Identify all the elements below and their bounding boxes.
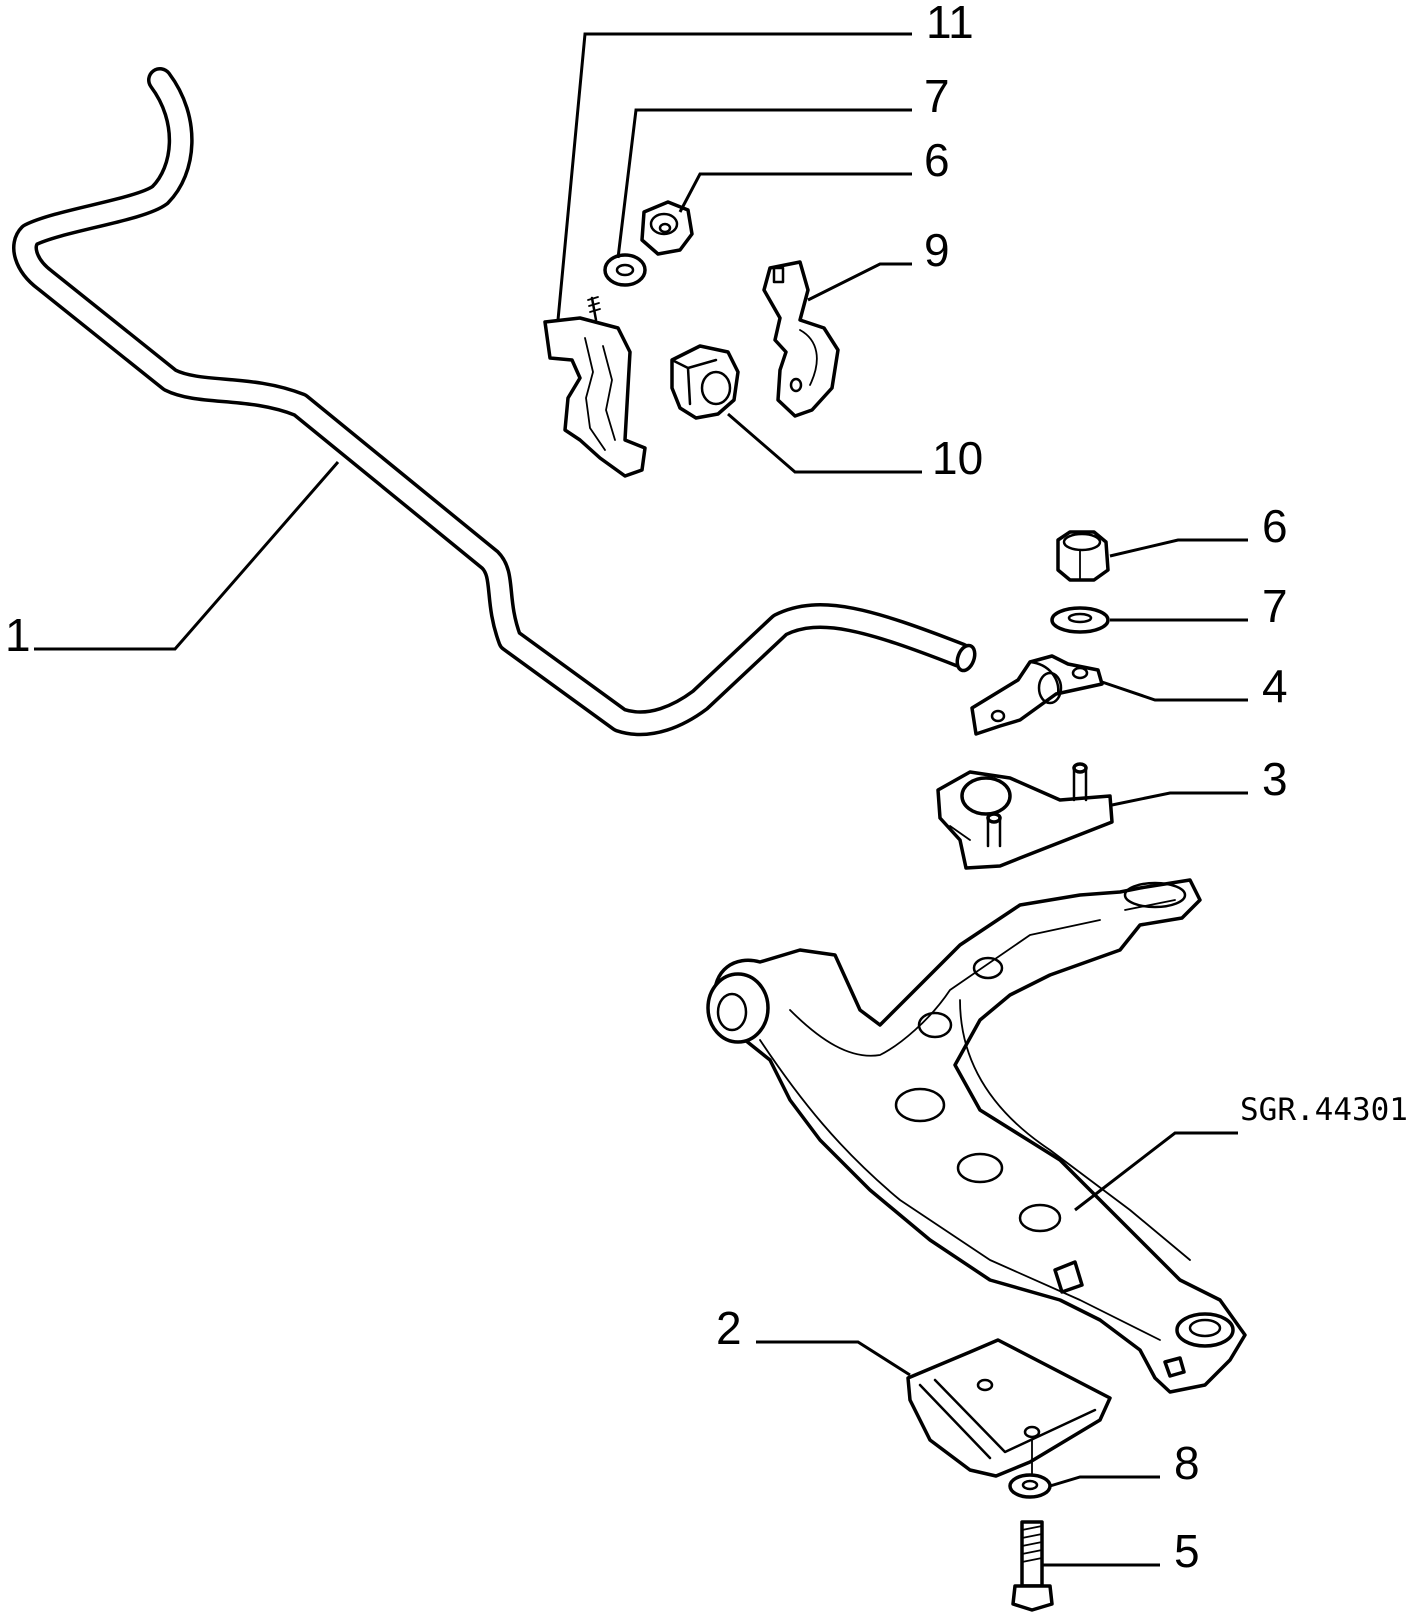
leader-10: [727, 412, 922, 474]
bar-bracket: [970, 654, 1104, 736]
leader-1: [34, 461, 340, 651]
callout-10: 10: [932, 432, 983, 484]
callout-1: 1: [5, 609, 31, 661]
callout-7-upper: 7: [924, 70, 950, 122]
leader-8: [1049, 1475, 1160, 1488]
leader-6-upper: [678, 172, 912, 213]
callout-8: 8: [1174, 1437, 1200, 1489]
drawing-code: SGR.44301: [1240, 1092, 1408, 1128]
leader-4: [1101, 680, 1248, 702]
callout-9: 9: [924, 224, 950, 276]
callout-labels: 11 7 6 9 10 1 6 7 4 3 2 8 5 SGR.44301: [5, 0, 1408, 1577]
callout-5: 5: [1174, 1525, 1200, 1577]
washer-upper: [603, 253, 647, 287]
stabilizer-bar: [12, 67, 977, 737]
leader-9: [807, 262, 912, 302]
leader-2: [756, 1340, 911, 1377]
cover-plate: [906, 1338, 1112, 1478]
mounting-plate: [936, 762, 1114, 870]
callout-6-upper: 6: [924, 134, 950, 186]
callout-4: 4: [1262, 660, 1288, 712]
nut-upper: [640, 200, 694, 256]
washer-lower: [1050, 606, 1110, 634]
leader-7-upper: [616, 108, 912, 259]
callout-11: 11: [926, 0, 974, 48]
callout-3: 3: [1262, 753, 1288, 805]
clamp: [762, 260, 840, 418]
callout-6-lower: 6: [1262, 500, 1288, 552]
nut-lower: [1056, 530, 1110, 582]
upper-bracket: [543, 296, 647, 478]
leader-lines: [34, 32, 1248, 1567]
callout-2: 2: [716, 1302, 742, 1354]
leader-6-lower: [1109, 538, 1248, 558]
leader-11: [556, 32, 912, 321]
bolt: [1011, 1520, 1054, 1612]
callout-7-lower: 7: [1262, 580, 1288, 632]
lower-control-arm: [706, 878, 1247, 1394]
leader-3: [1111, 791, 1248, 807]
rubber-bushing: [670, 344, 740, 420]
leader-sgr: [1074, 1131, 1238, 1212]
